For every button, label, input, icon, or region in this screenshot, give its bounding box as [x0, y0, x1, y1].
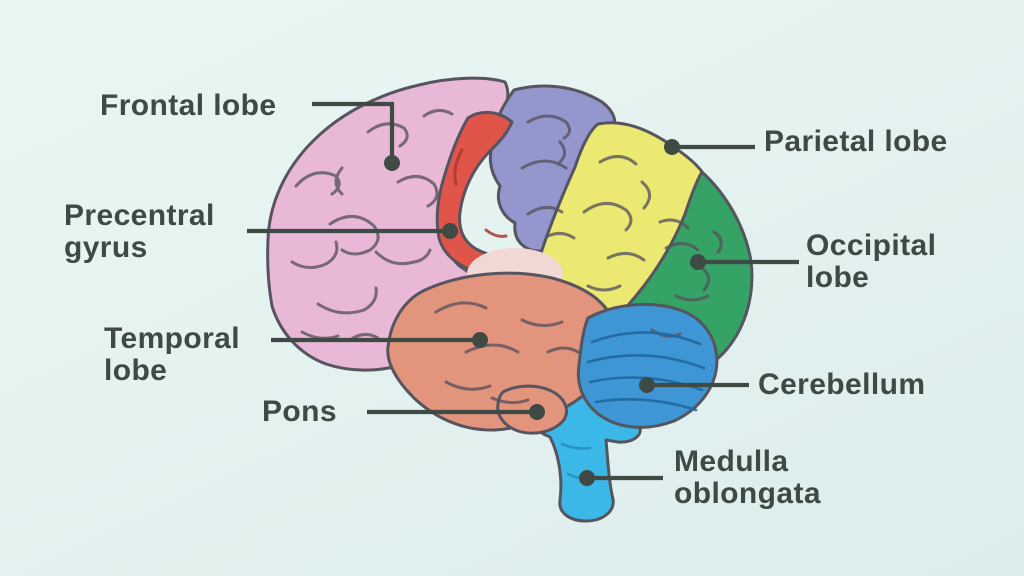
label-frontal-lobe: Frontal lobe	[100, 89, 277, 122]
gyri-lines-temporal	[434, 301, 580, 405]
parietal-lobe-pointer-dot	[664, 139, 680, 155]
cerebellum-pointer-dot	[639, 377, 655, 393]
label-parietal-lobe: Parietal lobe	[764, 125, 948, 158]
label-precentral-gyrus: Precentral gyrus	[64, 199, 215, 265]
precentral-gyrus-pointer-dot	[442, 223, 458, 239]
brain-illustration	[266, 76, 754, 523]
label-pons: Pons	[262, 395, 337, 428]
cerebellum-striations	[586, 331, 706, 412]
temporal-lobe-pointer-dot	[472, 332, 488, 348]
gyri-lines-violet	[520, 114, 576, 240]
gyri-lines-occipital	[650, 230, 723, 338]
gyri-lines-parietal	[582, 155, 690, 292]
gyri-lines-precentral	[453, 148, 508, 238]
label-medulla-oblongata: Medulla oblongata	[674, 445, 821, 511]
medulla-oblongata-pointer-dot	[579, 470, 595, 486]
label-occipital-lobe: Occipital lobe	[806, 229, 937, 295]
label-cerebellum: Cerebellum	[758, 368, 926, 401]
frontal-lobe-pointer-dot	[384, 155, 400, 171]
leader-lines	[247, 101, 799, 486]
frontal-lobe-leader-line	[312, 101, 395, 163]
occipital-lobe-pointer-dot	[690, 254, 706, 270]
label-temporal-lobe: Temporal lobe	[104, 322, 241, 388]
pons-pointer-dot	[529, 404, 545, 420]
